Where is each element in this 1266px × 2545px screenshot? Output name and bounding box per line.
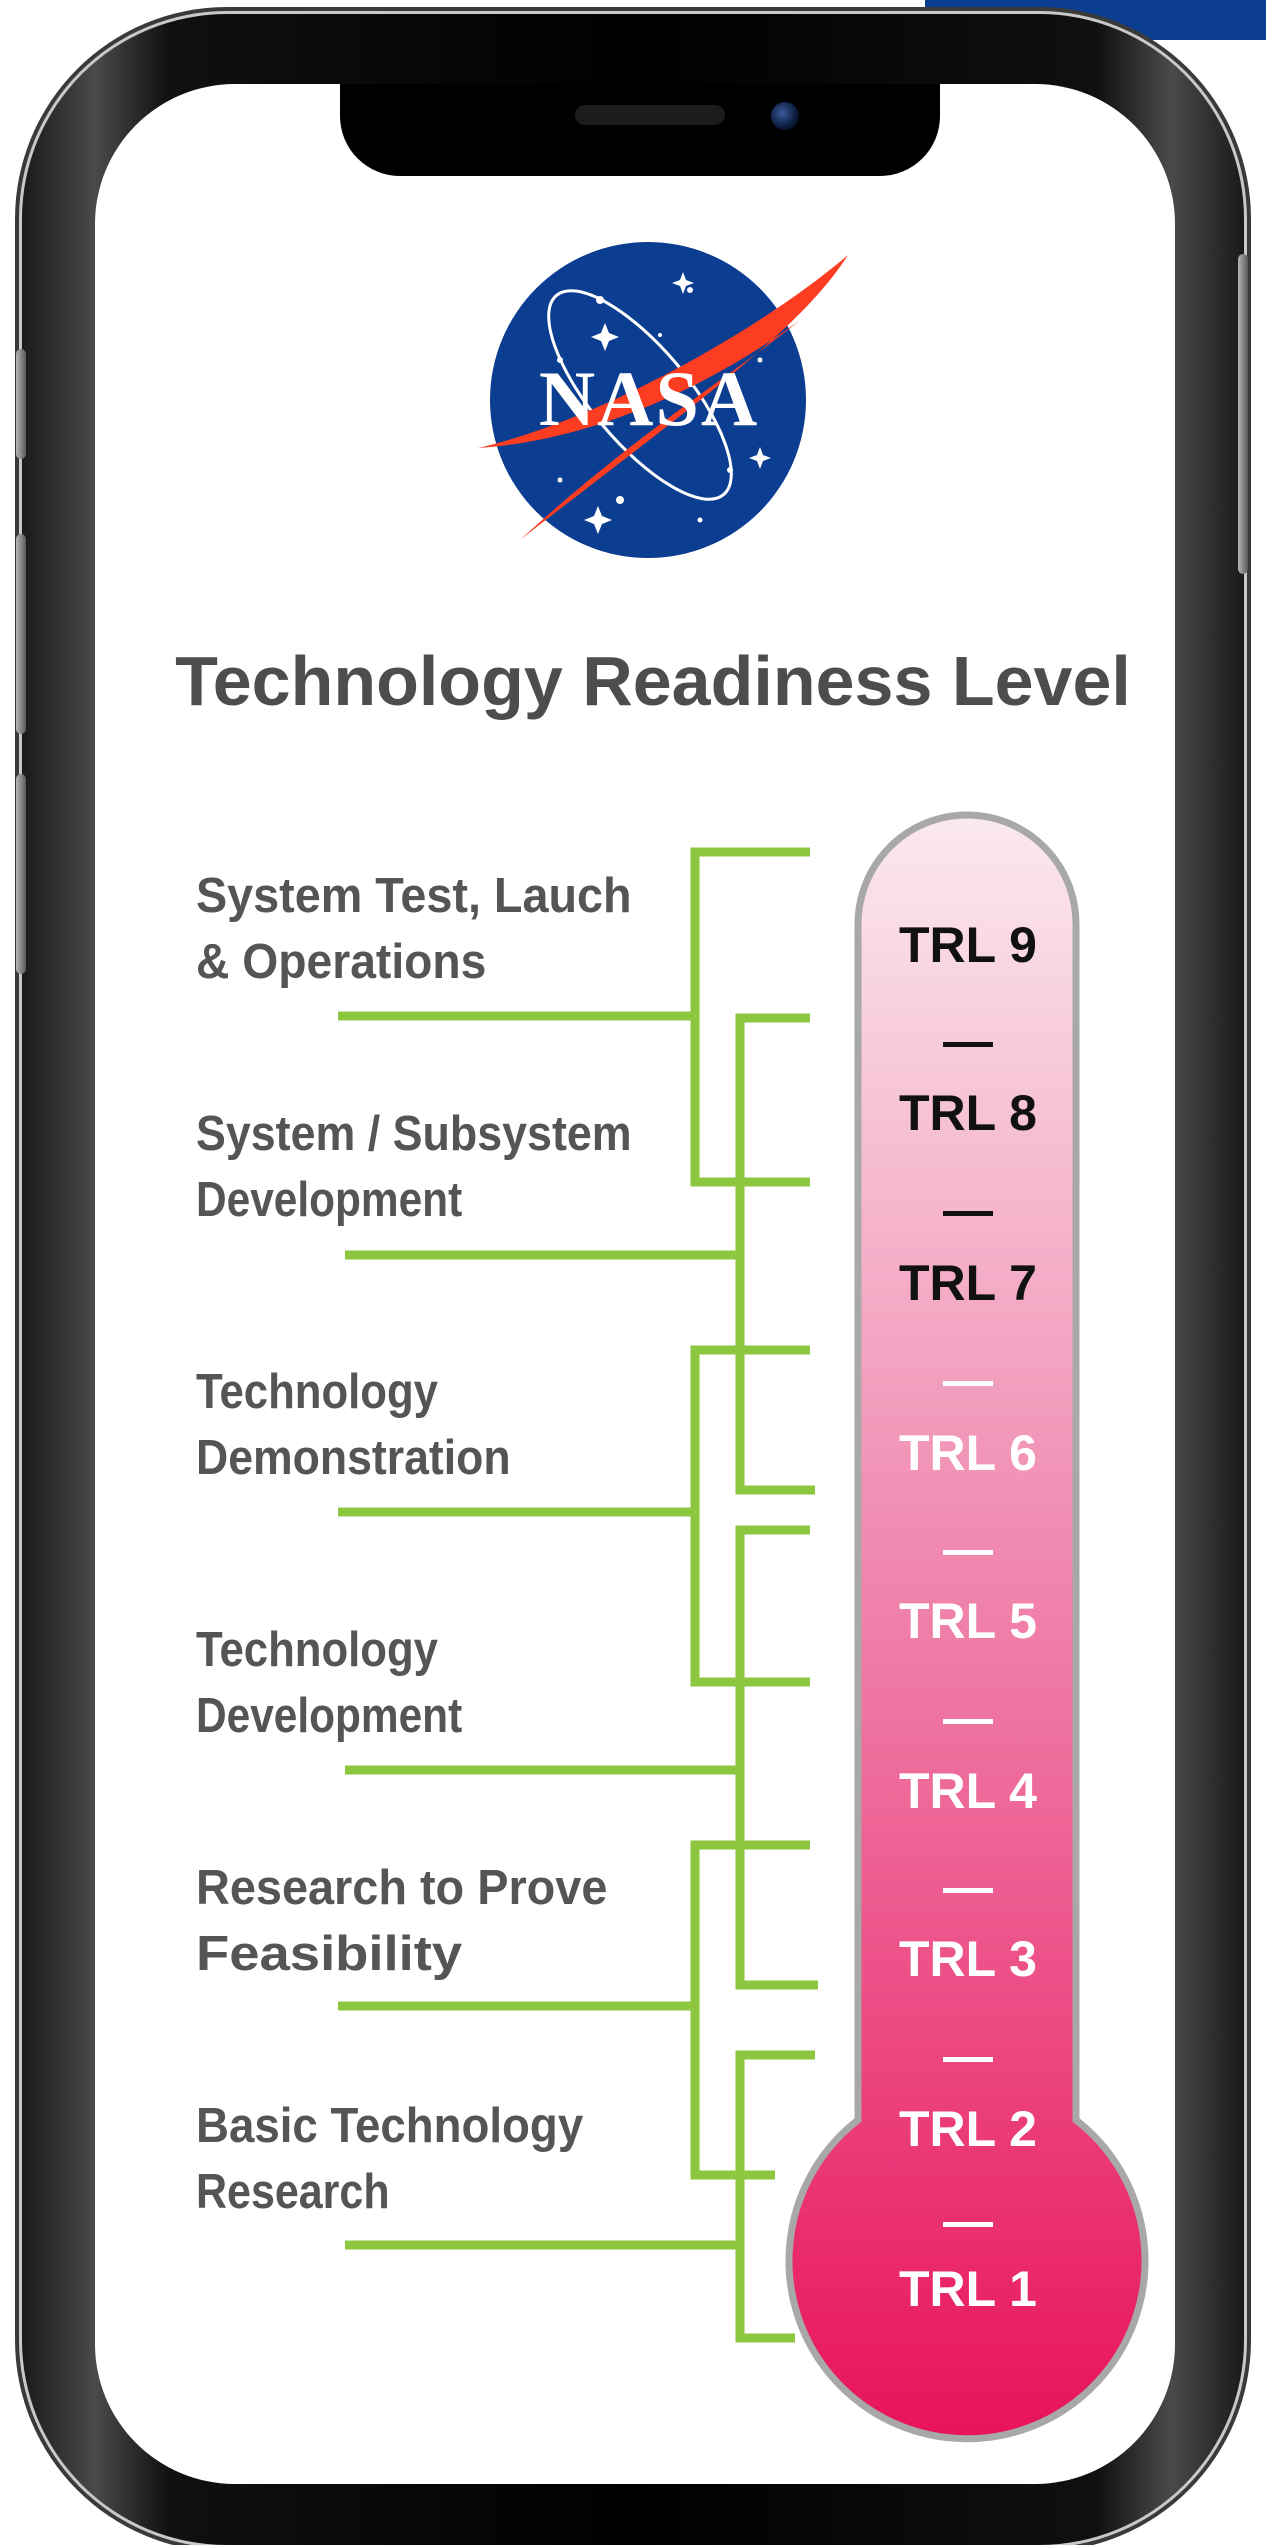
category-label: Demonstration <box>196 1431 511 1485</box>
power-button <box>1238 254 1248 574</box>
trl-separator: — <box>943 2028 993 2084</box>
bracket-connector <box>690 847 810 1187</box>
trl-level-label: TRL 8 <box>899 1085 1037 1141</box>
trl-separator: — <box>943 1352 993 1408</box>
trl-thermometer: TRL 9 — TRL 8 — TRL 7 — TRL 6 — TRL 5 — TRL 4 — TRL … <box>785 811 1149 2443</box>
front-camera <box>771 102 799 130</box>
trl-separator: — <box>943 1521 993 1577</box>
nasa-logo: NASA <box>478 242 848 558</box>
mute-switch <box>16 349 26 459</box>
trl-separator: — <box>943 1690 993 1746</box>
trl-separator: — <box>943 1013 993 1069</box>
category-label: Development <box>196 1173 462 1227</box>
bracket-connector <box>690 1840 810 2180</box>
bracket-connector <box>735 1013 815 1495</box>
bracket-connector <box>690 1345 810 1687</box>
thermometer-body <box>785 811 1149 2443</box>
trl-separator: — <box>943 1182 993 1238</box>
trl-level-label: TRL 1 <box>899 2261 1037 2317</box>
trl-level-label: TRL 6 <box>899 1425 1037 1481</box>
category-label: & Operations <box>196 935 486 989</box>
bracket-connectors <box>338 847 818 2343</box>
category-label: Technology <box>196 1623 438 1677</box>
star-icons <box>557 272 771 534</box>
page-title: Technology Readiness Level <box>175 642 1131 720</box>
category-label: System Test, Lauch <box>196 869 632 923</box>
trl-separator: — <box>943 1859 993 1915</box>
trl-level-label: TRL 5 <box>899 1593 1037 1649</box>
trl-level-label: TRL 9 <box>899 917 1037 973</box>
phone-notch <box>340 84 940 176</box>
nasa-orbit-icon <box>547 289 733 501</box>
nasa-vector-icon <box>478 255 848 540</box>
category-label: Research <box>196 2165 390 2219</box>
speaker-grille <box>575 105 725 125</box>
volume-up-button <box>16 534 26 734</box>
nasa-logo-text: NASA <box>539 355 759 442</box>
trl-level-label: TRL 7 <box>899 1255 1037 1311</box>
category-label: System / Subsystem <box>196 1107 632 1161</box>
category-label: Research to Prove <box>196 1861 607 1915</box>
bracket-connector <box>735 1525 818 1990</box>
category-label: Basic Technology <box>196 2099 583 2153</box>
category-label: Development <box>196 1689 462 1743</box>
category-label: Technology <box>196 1365 438 1419</box>
trl-separator: — <box>943 2193 993 2249</box>
volume-down-button <box>16 774 26 974</box>
trl-level-label: TRL 2 <box>899 2101 1037 2157</box>
trl-level-label: TRL 3 <box>899 1931 1037 1987</box>
bracket-connector <box>735 2050 815 2343</box>
category-label: Feasibility <box>196 1927 462 1981</box>
trl-level-label: TRL 4 <box>899 1763 1037 1819</box>
